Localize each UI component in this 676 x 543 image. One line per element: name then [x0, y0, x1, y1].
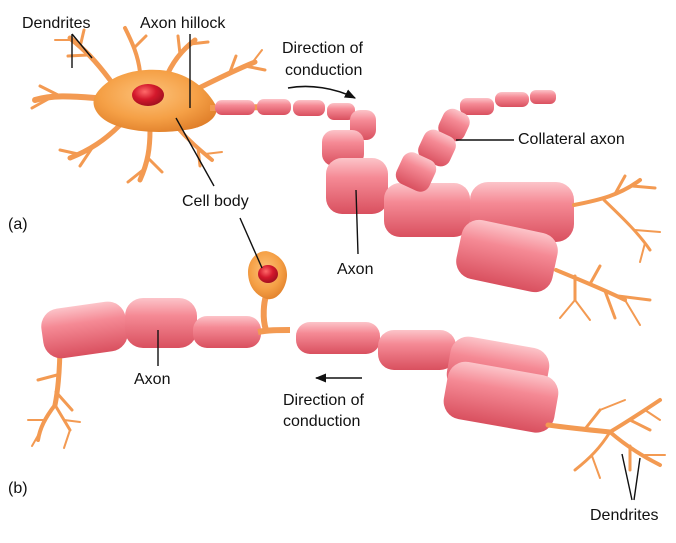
label-collateral-axon: Collateral axon	[518, 131, 625, 149]
direction-arrow-a	[288, 86, 355, 98]
neuron-a-nucleus	[132, 84, 164, 106]
label-axon-hillock: Axon hillock	[140, 15, 225, 33]
label-axon-b: Axon	[134, 371, 170, 389]
neuron-b-right-dendrites	[548, 400, 665, 478]
label-direction-a-line2: conduction	[285, 62, 362, 80]
label-panel-a: (a)	[8, 216, 28, 234]
leader-cell-body-b	[240, 218, 262, 268]
neuron-b-nucleus	[258, 265, 278, 283]
leader-cell-body-a	[176, 118, 214, 186]
label-axon-a: Axon	[337, 261, 373, 279]
label-dendrites-bottom: Dendrites	[590, 507, 658, 525]
label-cell-body: Cell body	[182, 193, 249, 211]
label-dendrites-top: Dendrites	[22, 15, 90, 33]
label-direction-a-line1: Direction of	[282, 40, 363, 58]
leader-dendrites-bottom-2	[634, 458, 640, 500]
label-direction-b-line2: conduction	[283, 413, 360, 431]
label-direction-b-line1: Direction of	[283, 392, 364, 410]
label-panel-b: (b)	[8, 480, 28, 498]
